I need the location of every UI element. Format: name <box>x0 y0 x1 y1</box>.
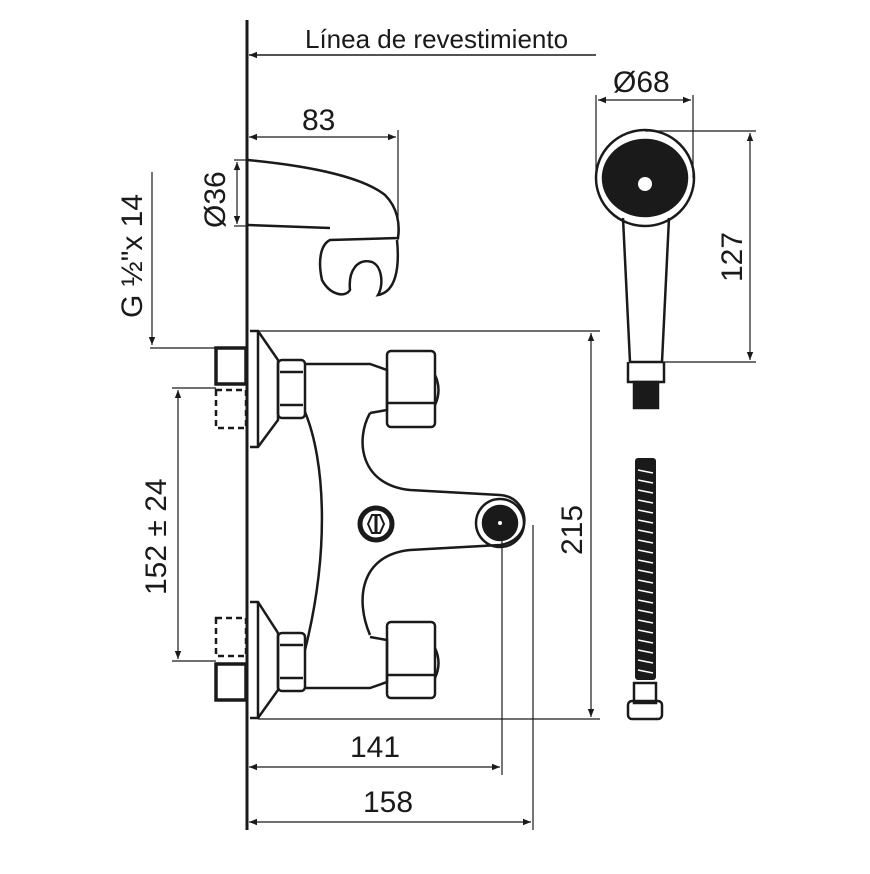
spout <box>247 158 400 297</box>
body-height-dimension: 215 <box>258 330 600 720</box>
total-depth-label: 158 <box>363 786 413 819</box>
spout-length-label: 83 <box>302 104 335 137</box>
shower-hose <box>626 458 664 721</box>
wall-line-label: Línea de revestimiento <box>305 24 568 54</box>
inlet-spacing-dimension: 152 ± 24 <box>140 387 216 662</box>
thread-dimension: G ½"x 14 <box>116 172 218 349</box>
hand-shower-dimensions: Ø68 127 <box>595 66 756 363</box>
handshower-length-label: 127 <box>716 232 749 282</box>
mixer-body <box>214 329 526 720</box>
thread-label: G ½"x 14 <box>116 194 149 318</box>
handshower-diameter-label: Ø68 <box>613 66 670 99</box>
spout-diameter-dimension: Ø36 <box>199 159 248 228</box>
wall-line-callout: Línea de revestimiento <box>249 24 596 59</box>
spout-length-dimension: 83 <box>249 104 399 240</box>
body-height-label: 215 <box>556 505 589 555</box>
depth-dimensions: 141 158 <box>249 525 534 830</box>
depth-to-spout-label: 141 <box>350 731 400 764</box>
inlet-spacing-label: 152 ± 24 <box>140 478 173 595</box>
hand-shower <box>594 128 696 410</box>
spout-diameter-label: Ø36 <box>199 171 232 228</box>
